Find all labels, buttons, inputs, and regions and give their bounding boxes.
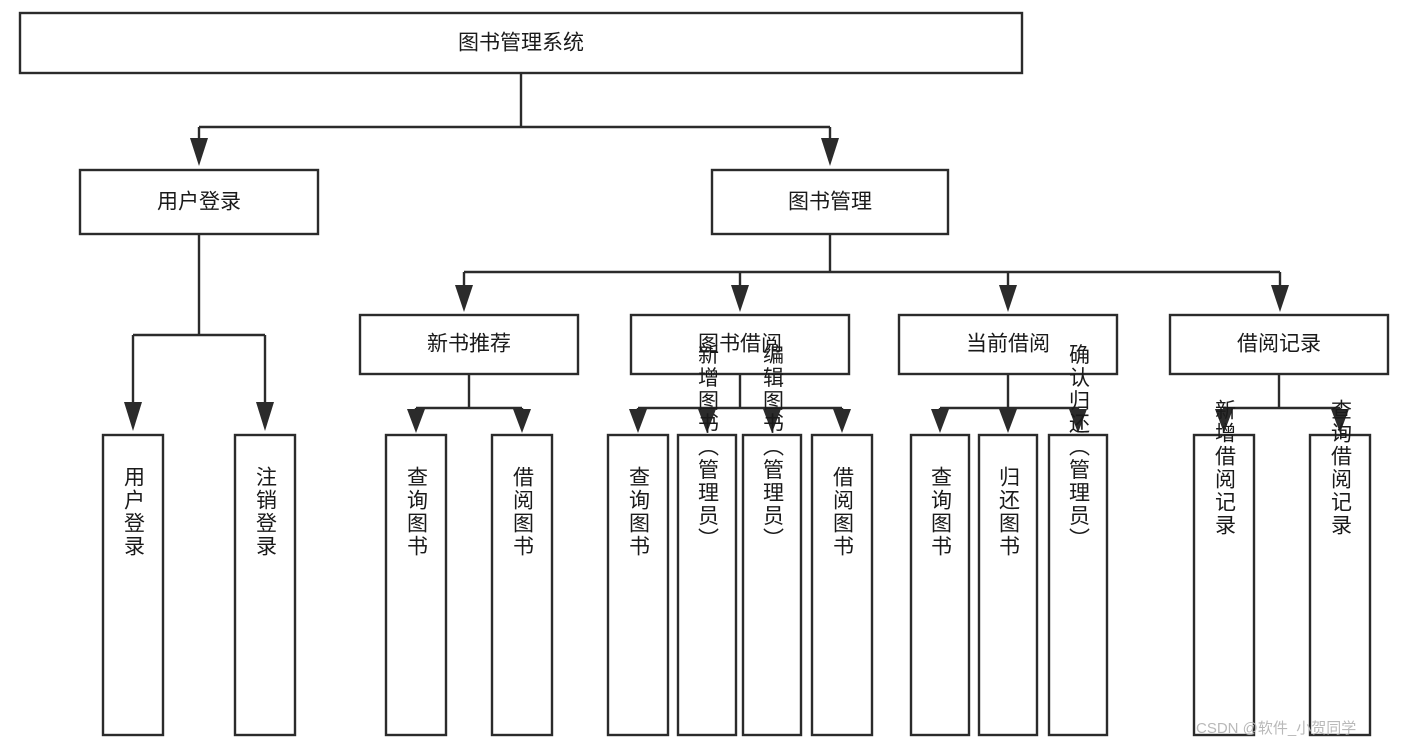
node-leaf-edit-book-box[interactable] [741,433,803,737]
node-leaf-user-logout-label: 注销登录 [254,466,278,558]
arrow-head-borrow-record [1271,285,1289,312]
node-root-label: 图书管理系统 [458,32,584,55]
node-user-login[interactable]: 用户登录 [78,168,320,236]
node-book-borrow[interactable]: 图书借阅 [629,313,851,376]
node-leaf-confirm-return-label: 确认归还（管理员） [1067,344,1091,551]
node-leaf-user-login[interactable]: 用户登录 [101,433,165,737]
node-new-book-recommend-label: 新书推荐 [427,333,511,356]
node-leaf-query-record-box[interactable] [1308,433,1372,737]
node-root-box[interactable] [18,11,1024,75]
arrow-head-leaf-add-book [698,409,716,433]
connector-group-book-borrow [629,374,851,433]
node-leaf-return-book-label: 归还图书 [997,466,1021,558]
arrow-head-current-borrow [999,285,1017,312]
arrow-head-leaf-confirm-return [1069,409,1087,433]
node-leaf-add-record-box[interactable] [1192,433,1256,737]
node-leaf-confirm-return[interactable]: 确认归还（管理员） [1047,344,1109,737]
node-new-book-recommend[interactable]: 新书推荐 [358,313,580,376]
node-current-borrow-box[interactable] [897,313,1119,376]
arrow-head-book-management [821,138,839,166]
node-leaf-query-book-3-box[interactable] [909,433,971,737]
arrow-head-book-borrow [731,285,749,312]
node-borrow-record-box[interactable] [1168,313,1390,376]
node-current-borrow[interactable]: 当前借阅 [897,313,1119,376]
node-leaf-user-logout-box[interactable] [233,433,297,737]
node-leaf-user-login-box[interactable] [101,433,165,737]
connector-group-borrow-record [1215,374,1349,433]
arrow-head-leaf-user-logout [256,402,274,431]
node-book-management-box[interactable] [710,168,950,236]
node-leaf-query-book-3[interactable]: 查询图书 [909,433,971,737]
arrow-head-leaf-query-record [1331,409,1349,433]
node-leaf-return-book-box[interactable] [977,433,1039,737]
arrow-head-new-book-recommend [455,285,473,312]
arrow-head-leaf-add-record [1215,409,1233,433]
node-leaf-user-login-label: 用户登录 [122,466,146,558]
node-book-management[interactable]: 图书管理 [710,168,950,236]
arrow-head-user-login [190,138,208,166]
node-book-borrow-box[interactable] [629,313,851,376]
node-leaf-return-book[interactable]: 归还图书 [977,433,1039,737]
node-leaf-query-book-1-box[interactable] [384,433,448,737]
node-leaf-add-book-label: 新增图书（管理员） [696,344,720,551]
node-leaf-add-record-label: 新增借阅记录 [1213,399,1237,537]
connector-group-new-book-recommend [407,374,531,433]
node-borrow-record[interactable]: 借阅记录 [1168,313,1390,376]
node-leaf-borrow-book-2[interactable]: 借阅图书 [810,433,874,737]
node-leaf-borrow-book-1-box[interactable] [490,433,554,737]
connector-group-current-borrow [931,374,1087,433]
node-leaf-query-book-2-box[interactable] [606,433,670,737]
arrow-head-leaf-user-login [124,402,142,431]
node-leaf-query-record[interactable]: 查询借阅记录 [1308,399,1372,737]
arrow-head-leaf-query-book-3 [931,409,949,433]
arrow-head-leaf-borrow-book-1 [513,409,531,433]
arrow-head-leaf-query-book-1 [407,409,425,433]
arrow-head-leaf-return-book [999,409,1017,433]
node-current-borrow-label: 当前借阅 [966,333,1050,356]
node-book-borrow-label: 图书借阅 [698,333,782,356]
node-root[interactable]: 图书管理系统 [18,11,1024,75]
arrow-head-leaf-query-book-2 [629,409,647,433]
node-leaf-add-book[interactable]: 新增图书（管理员） [676,344,738,737]
node-leaf-borrow-book-2-box[interactable] [810,433,874,737]
node-leaf-borrow-book-1[interactable]: 借阅图书 [490,433,554,737]
node-new-book-recommend-box[interactable] [358,313,580,376]
node-leaf-add-record[interactable]: 新增借阅记录 [1192,399,1256,737]
connector-group-book-management [455,234,1289,312]
node-leaf-edit-book-label: 编辑图书（管理员） [761,344,785,551]
node-leaf-confirm-return-box[interactable] [1047,433,1109,737]
node-leaf-borrow-book-1-label: 借阅图书 [511,466,535,558]
connector-group-root [190,73,839,166]
node-leaf-query-book-1-label: 查询图书 [405,466,429,558]
connector-group-user-login [124,234,274,431]
node-leaf-query-record-label: 查询借阅记录 [1329,399,1353,537]
node-leaf-edit-book[interactable]: 编辑图书（管理员） [741,344,803,737]
node-leaf-query-book-2[interactable]: 查询图书 [606,433,670,737]
arrow-head-leaf-edit-book [763,409,781,433]
node-leaf-user-logout[interactable]: 注销登录 [233,433,297,737]
node-user-login-box[interactable] [78,168,320,236]
node-leaf-add-book-box[interactable] [676,433,738,737]
node-leaf-query-book-1[interactable]: 查询图书 [384,433,448,737]
node-leaf-borrow-book-2-label: 借阅图书 [831,466,855,558]
node-borrow-record-label: 借阅记录 [1237,333,1321,356]
node-user-login-label: 用户登录 [157,191,241,214]
watermark-label: CSDN @软件_小贺同学 [1196,720,1356,737]
node-book-management-label: 图书管理 [788,191,872,214]
node-leaf-query-book-3-label: 查询图书 [929,466,953,558]
arrow-head-leaf-borrow-book-2 [833,409,851,433]
node-leaf-query-book-2-label: 查询图书 [627,466,651,558]
